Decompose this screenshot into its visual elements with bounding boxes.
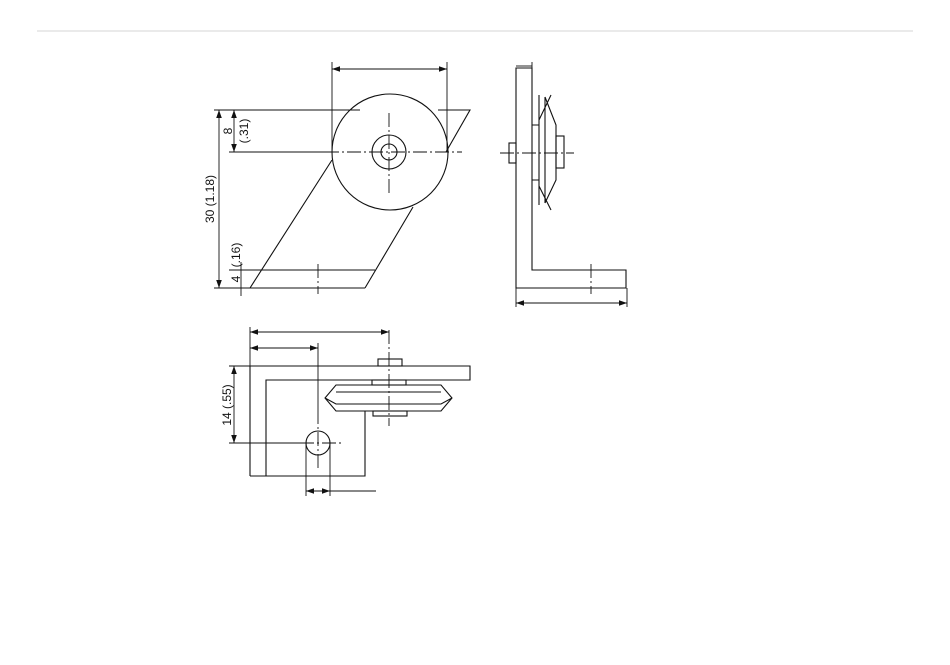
top-pulley-profile: [325, 385, 452, 411]
axle-hub: [556, 136, 564, 168]
side-view: [500, 62, 627, 307]
base-thickness-label: 4: [229, 275, 243, 282]
pulley-profile: [532, 95, 556, 210]
base-thickness-label-inch: (.16): [229, 243, 243, 268]
angle-bracket-outline: [516, 68, 626, 288]
height-dimension-label: 30 (1.18): [203, 175, 217, 223]
front-view: 30 (1.18) 8 (.31) 4 (.16): [203, 62, 470, 296]
depth-dimension-label: 14 (.55): [220, 384, 234, 425]
top-bracket-outline: [250, 366, 470, 476]
bracket-outline: [250, 110, 470, 288]
top-washer: [373, 411, 407, 416]
offset-dimension-label-inch: (.31): [237, 119, 251, 144]
top-nut: [378, 359, 402, 366]
offset-dimension-label: 8: [221, 127, 235, 134]
top-view: 14 (.55): [220, 327, 470, 496]
